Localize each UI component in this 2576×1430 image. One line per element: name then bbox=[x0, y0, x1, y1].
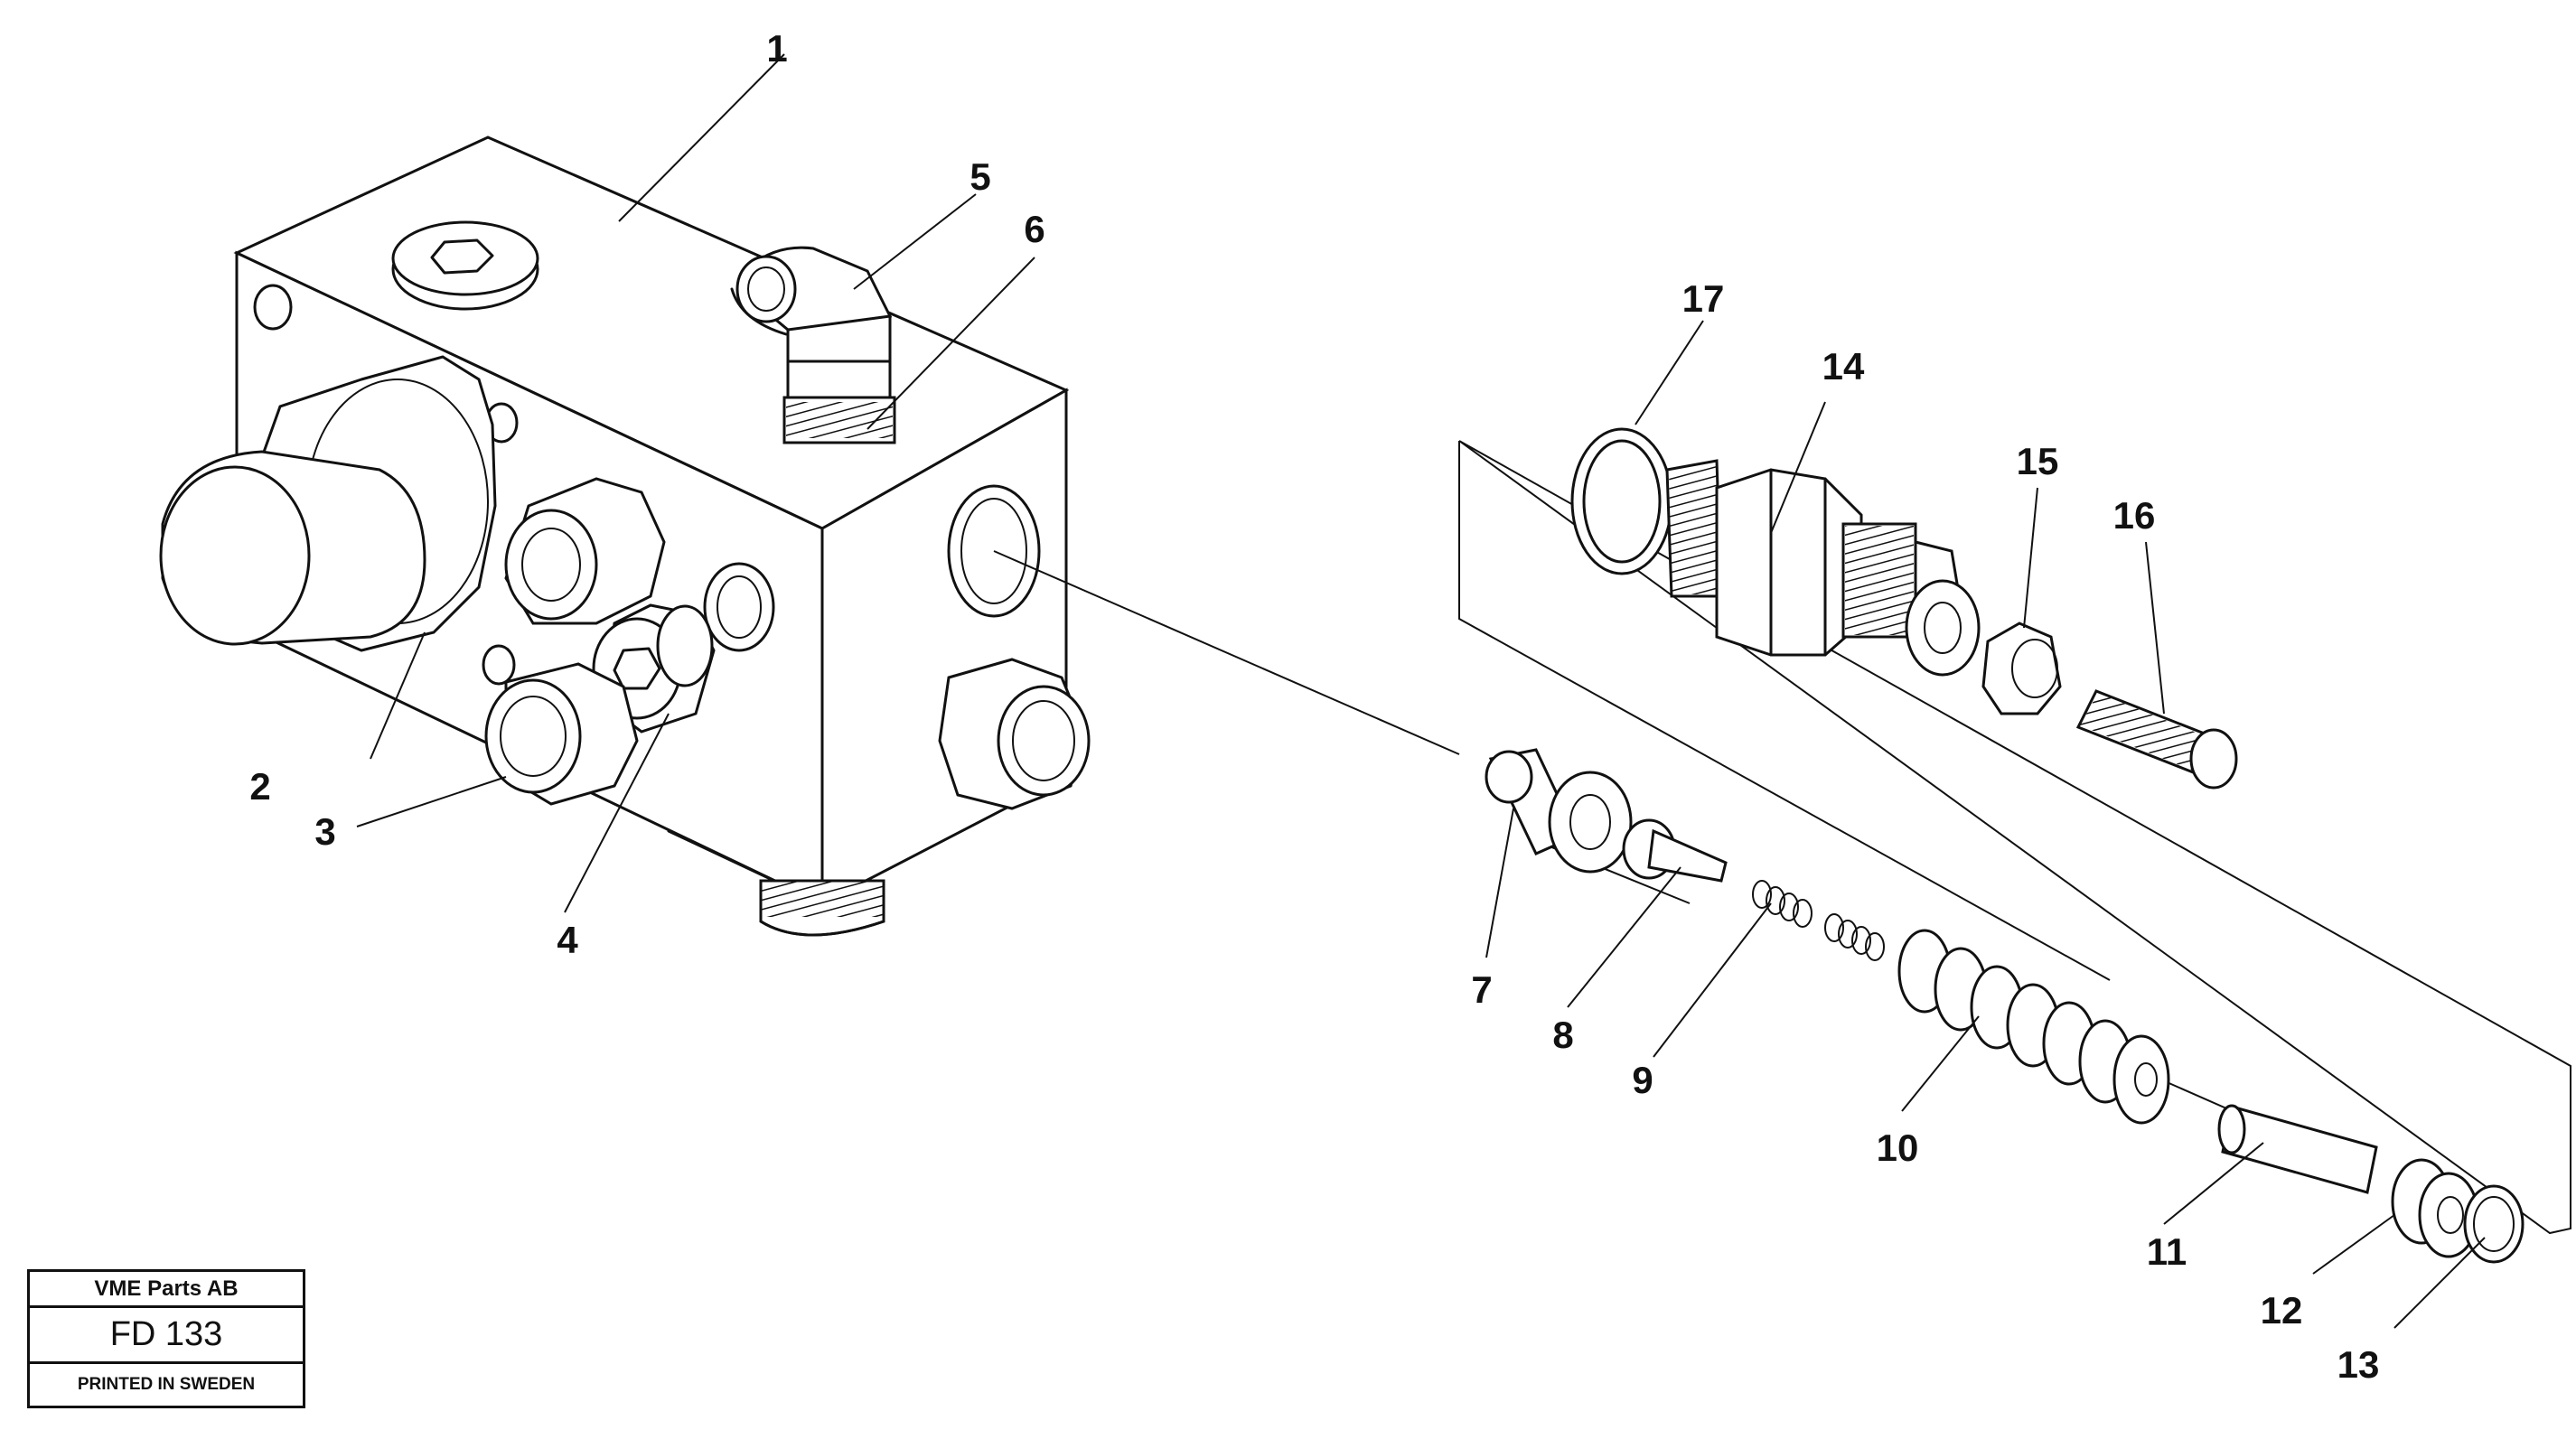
company-name: VME Parts AB bbox=[30, 1272, 303, 1308]
o-ring bbox=[1570, 427, 1673, 575]
callout-4: 4 bbox=[557, 919, 578, 961]
callout-14: 14 bbox=[1822, 345, 1865, 388]
callout-2: 2 bbox=[249, 765, 270, 808]
callout-5: 5 bbox=[970, 155, 990, 198]
leader-lines bbox=[356, 53, 2486, 1329]
piston bbox=[1485, 748, 1633, 874]
valve-stem bbox=[1622, 818, 1728, 883]
callout-11: 11 bbox=[2147, 1230, 2187, 1273]
callout-7: 7 bbox=[1471, 968, 1492, 1011]
callout-8: 8 bbox=[1552, 1014, 1573, 1056]
callout-17: 17 bbox=[1682, 277, 1725, 320]
big-cap bbox=[159, 355, 497, 652]
callout-9: 9 bbox=[1632, 1059, 1653, 1101]
callout-labels: 1 2 3 4 5 6 7 8 9 10 11 12 13 14 15 16 1… bbox=[249, 27, 2379, 1386]
callout-10: 10 bbox=[1877, 1126, 1919, 1169]
callout-1: 1 bbox=[766, 27, 787, 70]
title-block: VME Parts AB FD 133 PRINTED IN SWEDEN bbox=[27, 1269, 305, 1408]
printed-note: PRINTED IN SWEDEN bbox=[77, 1375, 256, 1394]
washer bbox=[2463, 1184, 2524, 1264]
elbow-fitting bbox=[730, 246, 896, 444]
callout-3: 3 bbox=[314, 810, 335, 853]
callout-15: 15 bbox=[2017, 440, 2059, 482]
threaded-rod bbox=[2075, 689, 2238, 790]
callout-6: 6 bbox=[1024, 208, 1044, 250]
callout-12: 12 bbox=[2261, 1289, 2303, 1332]
sleeve bbox=[2217, 1104, 2378, 1194]
callout-16: 16 bbox=[2113, 494, 2156, 537]
nut bbox=[1981, 622, 2062, 715]
disc-spring-stack bbox=[1897, 929, 2170, 1125]
cartridge-body bbox=[1665, 459, 1981, 677]
spring-set bbox=[1752, 880, 1885, 961]
end-plug bbox=[2391, 1158, 2479, 1258]
callout-13: 13 bbox=[2337, 1343, 2380, 1386]
side-fitting bbox=[938, 658, 1091, 810]
drawing-number: FD 133 bbox=[30, 1308, 303, 1364]
front-fittings bbox=[484, 477, 716, 806]
